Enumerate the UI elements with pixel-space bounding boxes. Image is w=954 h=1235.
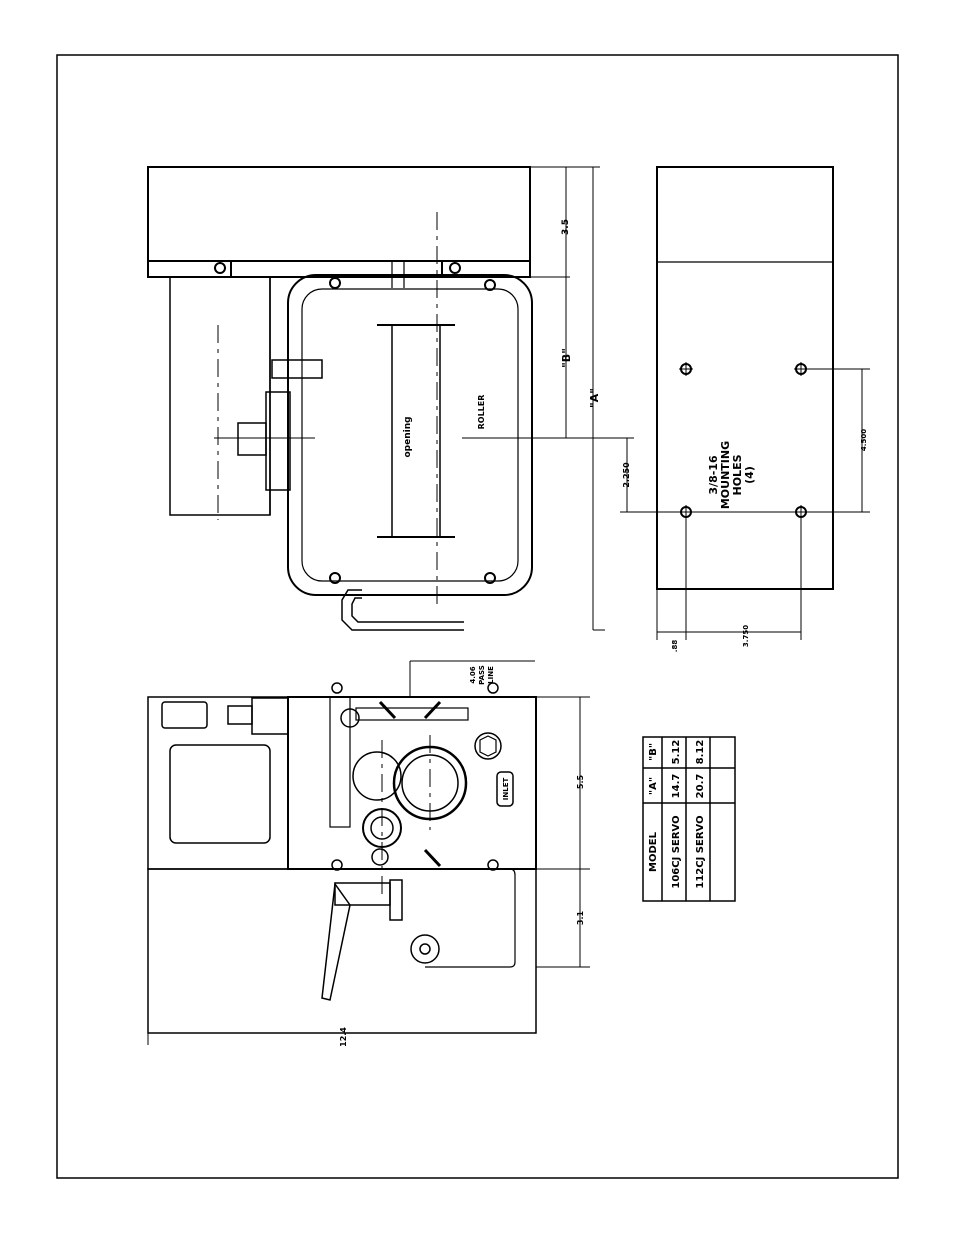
dim-a-label: "A": [588, 388, 601, 408]
page-border: [57, 55, 898, 1178]
table-row2-b: 8.12: [695, 740, 706, 765]
dim-12-4-label: 12.4: [339, 1027, 348, 1047]
dim-3-1-label: 3.1: [576, 910, 585, 925]
inlet-label: INLET: [502, 778, 510, 801]
mounting-view: [620, 167, 870, 640]
mounting-holes-line4: (4): [743, 466, 756, 484]
pass-line-line1: 4.06: [469, 666, 477, 683]
opening-label: opening: [403, 416, 413, 457]
table-header-model: MODEL: [648, 831, 659, 872]
dim-2-250-label: 2.250: [622, 462, 631, 488]
dim-3-750-label: 3.750: [742, 625, 750, 647]
table-header-a: "A": [648, 777, 659, 795]
dim-5-5-label: 5.5: [576, 774, 585, 789]
table-row2-model: 112CJ SERVO: [695, 815, 706, 888]
pass-line-line2: PASS: [478, 665, 486, 685]
top-view: [148, 167, 634, 630]
dim-88-label: .88: [671, 640, 679, 653]
table-row2-a: 20.7: [695, 774, 706, 799]
dim-4-500-label: 4.500: [860, 429, 868, 451]
table-row1-b: 5.12: [671, 740, 682, 765]
table-row1-model: 106CJ SERVO: [671, 815, 682, 888]
table-row1-a: 14.7: [671, 774, 682, 799]
dim-b-label: "B": [560, 348, 573, 368]
table-header-b: "B": [648, 743, 659, 761]
pass-line-line3: LINE: [487, 666, 495, 684]
roller-label: ROLLER: [477, 395, 486, 430]
dim-3-5-label: 3.5: [561, 219, 571, 235]
front-view: [148, 661, 590, 1045]
